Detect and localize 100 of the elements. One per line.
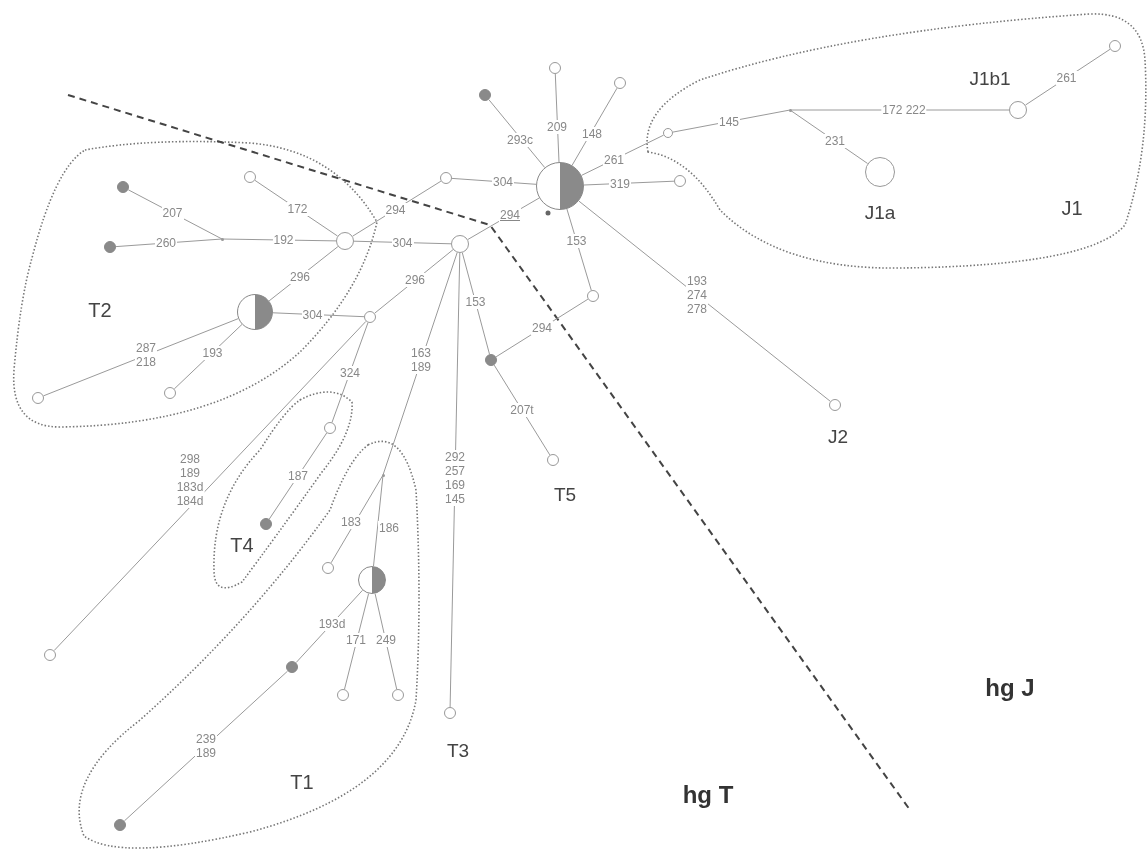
- group-label: T4: [230, 535, 254, 555]
- mutation-label: 231: [824, 134, 846, 148]
- haplotype-circle: [336, 232, 354, 250]
- haplotype-circle: [260, 518, 272, 530]
- haplotype-circle: [117, 181, 129, 193]
- haplotype-circle: [392, 689, 404, 701]
- mutation-label: 293c: [506, 133, 534, 147]
- connector-line: [254, 179, 338, 237]
- mutation-label: 148: [581, 127, 603, 141]
- haplotype-circle: [164, 387, 176, 399]
- haplotype-circle: [364, 311, 376, 323]
- mutation-label: 239 189: [195, 732, 217, 760]
- haplogroup-label: J2: [827, 426, 849, 446]
- mutation-label: 304: [492, 175, 514, 189]
- haplotype-circle: [485, 354, 497, 366]
- connector-line: [789, 109, 869, 164]
- mutation-label: 153: [565, 234, 588, 248]
- haplotype-circle: [865, 157, 895, 187]
- haplotype-circle: [286, 661, 298, 673]
- mutation-label: 261: [1055, 71, 1078, 85]
- mutation-label: 292 257 169 145: [444, 450, 466, 506]
- mutation-label: 172 222: [881, 103, 927, 117]
- mutation-label: 249: [375, 633, 397, 647]
- haplotype-circle: [114, 819, 126, 831]
- haplotype-circle: [237, 294, 273, 330]
- mutation-label: 192: [272, 233, 295, 247]
- connector-line: [43, 318, 239, 397]
- mutation-label: 207: [161, 206, 184, 220]
- mutation-label: 183: [340, 515, 362, 529]
- mutation-label: 209: [546, 120, 568, 134]
- connector-line: [173, 323, 243, 390]
- mutation-label: 261: [603, 152, 625, 167]
- haplogroup-label: J1a: [864, 202, 896, 222]
- mutation-label: 294: [384, 202, 407, 217]
- connector-line: [554, 73, 560, 163]
- connector-line: [268, 246, 339, 302]
- group-label: J1: [1061, 198, 1083, 218]
- haplotype-circle: [451, 235, 469, 253]
- haplotype-circle: [547, 454, 559, 466]
- connector-line: [672, 109, 791, 133]
- mutation-label: 294: [531, 321, 553, 335]
- connector-line: [330, 474, 384, 564]
- mutation-label: 319: [609, 176, 631, 191]
- mutation-label: 153: [464, 295, 487, 309]
- connector-line: [374, 249, 454, 314]
- haplotype-circle: [322, 562, 334, 574]
- mutation-label: 298 189 183d 184d: [175, 452, 205, 508]
- connector-line: [268, 432, 328, 520]
- connector-line: [353, 240, 452, 245]
- region-label: hg J: [985, 676, 1035, 700]
- connector-line: [352, 180, 442, 237]
- haplotype-circle: [1109, 40, 1121, 52]
- connector-line: [373, 474, 384, 567]
- mutation-label: 304: [391, 235, 414, 250]
- mutation-label: 296: [289, 269, 311, 284]
- haplogroup-label: T5: [553, 484, 577, 504]
- haplotype-circle: [444, 707, 456, 719]
- haplotype-circle: [587, 290, 599, 302]
- haplotype-circle: [440, 172, 452, 184]
- mutation-label: 187: [287, 469, 309, 483]
- group-label: T2: [88, 300, 112, 320]
- haplotype-circle: [536, 162, 584, 210]
- haplogroup-label: T3: [446, 740, 470, 760]
- mutation-label: 193: [201, 345, 224, 360]
- connector-line: [461, 252, 490, 355]
- mutation-label: 304: [301, 307, 324, 322]
- mutation-label: 294: [499, 208, 521, 222]
- mutation-label: 287 218: [135, 341, 157, 369]
- mutation-label: 145: [718, 114, 740, 129]
- haplotype-circle: [337, 689, 349, 701]
- mutation-label: 193 274 278: [686, 274, 708, 316]
- connector-line: [331, 322, 369, 423]
- haplotype-circle: [614, 77, 626, 89]
- haplotype-circle: [358, 566, 386, 594]
- haplotype-circle: [549, 62, 561, 74]
- connector-line: [344, 593, 370, 690]
- junction-point: [788, 108, 792, 112]
- junction-point: [381, 473, 385, 477]
- haplotype-circle: [244, 171, 256, 183]
- haplogroup-label: J1b1: [969, 68, 1011, 88]
- mutation-label: 207t: [509, 403, 535, 417]
- connector-line: [374, 593, 398, 690]
- mutation-label: 186: [378, 521, 400, 535]
- mutation-label: 172: [286, 202, 309, 216]
- mutation-label: 260: [155, 236, 177, 250]
- haplotype-circle: [1009, 101, 1027, 119]
- connector-line: [53, 320, 367, 652]
- haplotype-circle: [44, 649, 56, 661]
- haplotype-circle: [104, 241, 116, 253]
- mutation-label: 193d: [317, 616, 347, 631]
- mutation-label: 296: [404, 273, 426, 287]
- haplotype-circle: [324, 422, 336, 434]
- region-label: hg T: [682, 783, 734, 807]
- group-label: T1: [290, 772, 314, 792]
- haplotype-circle: [32, 392, 44, 404]
- connector-line: [566, 208, 592, 291]
- mutation-label: 324: [339, 365, 361, 380]
- haplotype-circle: [663, 128, 673, 138]
- haplotype-circle: [829, 399, 841, 411]
- connector-line: [578, 200, 831, 402]
